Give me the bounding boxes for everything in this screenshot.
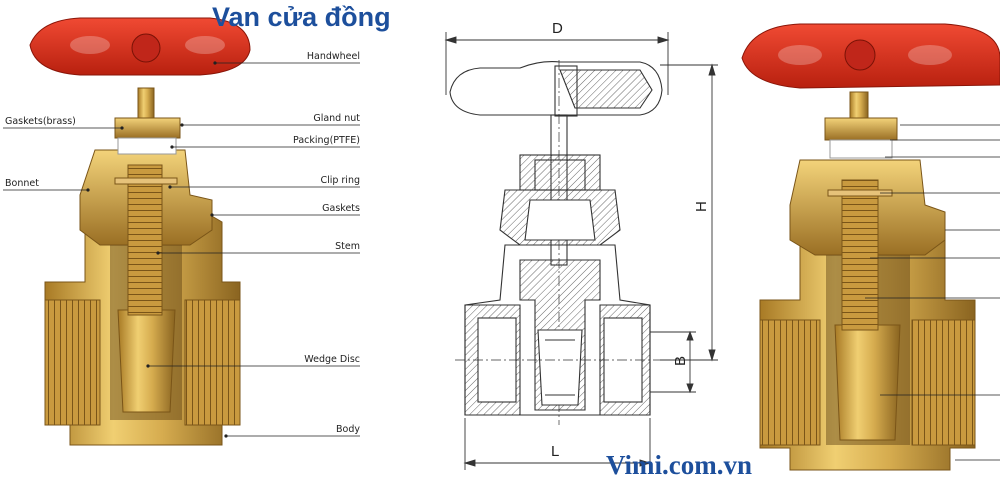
left-valve-cutaway xyxy=(29,17,251,446)
label-wedge-disc: Wedge Disc xyxy=(304,354,360,365)
dimension-b: B xyxy=(672,356,689,366)
right-valve-leader-lines xyxy=(865,124,1000,461)
label-stem: Stem xyxy=(335,241,360,252)
page-title: Van cửa đồng xyxy=(212,2,391,32)
dimension-lines xyxy=(444,32,718,470)
label-gaskets-brass: Gaskets(brass) xyxy=(5,116,76,127)
dimension-l: L xyxy=(551,443,559,460)
label-body: Body xyxy=(336,424,360,435)
label-clip-ring: Clip ring xyxy=(320,175,360,186)
right-valve-cutaway xyxy=(741,23,1000,471)
technical-drawing xyxy=(449,60,663,425)
label-bonnet: Bonnet xyxy=(5,178,39,189)
label-packing-ptfe: Packing(PTFE) xyxy=(293,135,360,146)
left-valve-labels: Gaskets(brass) Bonnet Handwheel Gland nu… xyxy=(3,51,360,438)
label-handwheel: Handwheel xyxy=(307,51,360,62)
label-gland-nut: Gland nut xyxy=(313,113,360,124)
dimension-h: H xyxy=(693,201,710,212)
label-gaskets: Gaskets xyxy=(322,203,360,214)
brand-watermark: Vimi.com.vn xyxy=(606,450,752,480)
dimension-d: D xyxy=(552,20,563,37)
